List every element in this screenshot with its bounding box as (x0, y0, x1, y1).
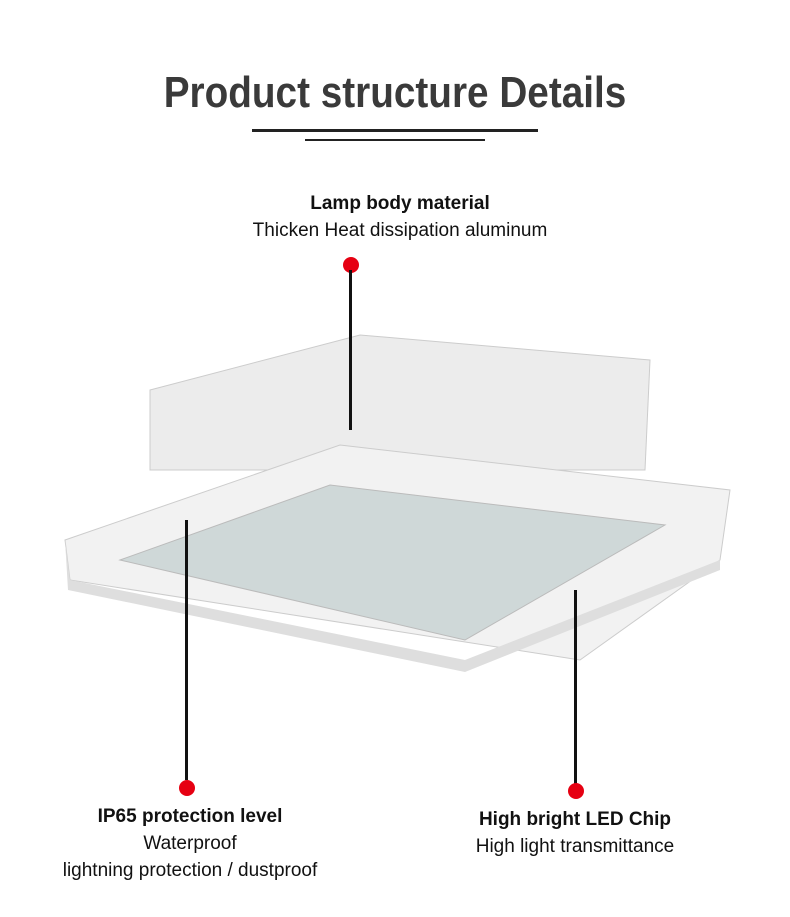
marker-dot (179, 780, 195, 796)
marker-dot (343, 257, 359, 273)
title-underline-short (305, 139, 485, 141)
pointer-line (185, 520, 188, 780)
feature-text: Waterproof (143, 833, 237, 854)
pointer-line (574, 590, 577, 785)
feature-heading: IP65 protection level (97, 806, 283, 827)
title-underline (252, 129, 538, 132)
feature-heading: Lamp body material (310, 193, 490, 214)
page-title: Product structure Details (163, 68, 627, 117)
feature-text: lightning protection / dustproof (62, 860, 318, 881)
feature-text: High light transmittance (475, 836, 675, 857)
feature-heading: High bright LED Chip (478, 809, 672, 830)
feature-led-chip: High bright LED Chip High light transmit… (425, 806, 725, 860)
pointer-line (349, 270, 352, 430)
feature-ip65: IP65 protection level Waterproof lightni… (20, 803, 360, 884)
marker-dot (568, 783, 584, 799)
feature-lamp-body: Lamp body material Thicken Heat dissipat… (150, 190, 650, 244)
feature-text: Thicken Heat dissipation aluminum (252, 220, 548, 241)
